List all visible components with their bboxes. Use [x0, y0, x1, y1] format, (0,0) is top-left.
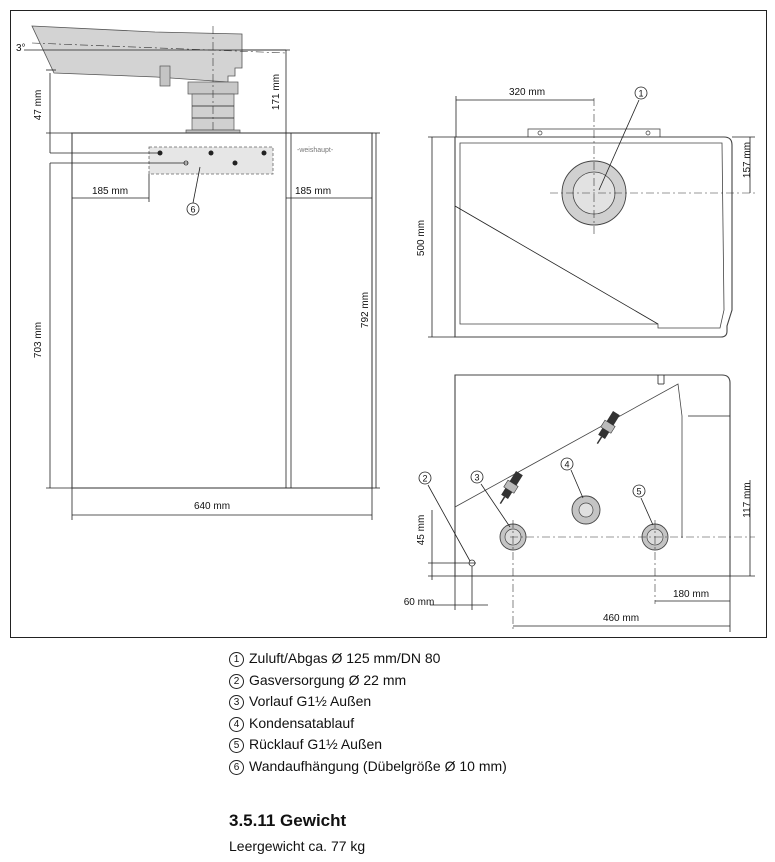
legend-text: Wandaufhängung (Dübelgröße Ø 10 mm)	[249, 757, 507, 774]
legend-item: 6 Wandaufhängung (Dübelgröße Ø 10 mm)	[229, 756, 749, 778]
legend-number: 3	[229, 695, 244, 711]
marker-2	[418, 471, 432, 485]
legend-item: 1 Zuluft/Abgas Ø 125 mm/DN 80	[229, 648, 749, 670]
dim-180: 180 mm	[673, 589, 709, 600]
front-view: 3° -weishaupt- 47 mm 171 mm 185 mm	[16, 25, 380, 520]
marker-6-label: 6	[190, 205, 195, 215]
marker-4	[560, 457, 574, 471]
legend-item: 2 Gasversorgung Ø 22 mm	[229, 670, 749, 692]
marker-3-label: 3	[474, 473, 479, 483]
marker-5	[632, 484, 646, 498]
dim-460: 460 mm	[603, 613, 639, 624]
drawing-frame	[10, 10, 767, 638]
dim-703: 703 mm	[33, 322, 44, 358]
side-view: 320 mm 157 mm 500 mm 1	[416, 86, 755, 338]
legend-number: 1	[229, 652, 244, 667]
legend-text: Vorlauf G1½ Außen	[249, 693, 372, 710]
section-heading: 3.5.11 Gewicht	[229, 811, 347, 830]
legend-text: Zuluft/Abgas Ø 125 mm/DN 80	[249, 650, 441, 666]
legend-text: Rücklauf G1½ Außen	[249, 736, 383, 753]
boiler-front	[71, 132, 373, 489]
dim-171: 171 mm	[271, 74, 282, 110]
bottom-view: 45 mm 60 mm 117 mm 180 mm 460 mm 2 3 4 5	[404, 374, 755, 632]
legend-number: 2	[229, 673, 244, 689]
marker-5-label: 5	[636, 487, 641, 497]
marker-1-label: 1	[638, 89, 643, 99]
angle-label: 3°	[16, 43, 26, 54]
legend-number: 4	[229, 716, 244, 732]
technical-drawing: 3° -weishaupt- 47 mm 171 mm 185 mm	[10, 10, 767, 638]
fitting-3	[499, 471, 523, 505]
weight-text: Leergewicht ca. 77 kg	[229, 838, 366, 854]
legend-number: 5	[229, 738, 244, 754]
marker-1	[634, 86, 648, 100]
dim-640: 640 mm	[194, 501, 230, 512]
wall-bracket	[148, 146, 274, 175]
marker-3	[470, 470, 484, 484]
dim-185-right: 185 mm	[295, 186, 331, 197]
dim-792: 792 mm	[360, 292, 371, 328]
dim-47: 47 mm	[33, 90, 44, 121]
dim-117: 117 mm	[742, 482, 753, 517]
dim-45: 45 mm	[416, 515, 427, 546]
dim-185-left: 185 mm	[92, 186, 128, 197]
marker-4-label: 4	[564, 460, 569, 470]
dim-500: 500 mm	[416, 220, 427, 256]
legend: 1 Zuluft/Abgas Ø 125 mm/DN 80 2 Gasversorg…	[229, 648, 749, 778]
dim-157: 157 mm	[742, 142, 753, 178]
legend-item: 4 Kondensatablauf	[229, 713, 749, 735]
dim-320: 320 mm	[509, 87, 545, 98]
legend-number: 6	[229, 759, 244, 775]
flue-pipe	[31, 25, 243, 139]
legend-text: Kondensatablauf	[249, 714, 355, 731]
marker-2-label: 2	[422, 474, 427, 484]
fitting-upper	[596, 411, 620, 445]
dim-60: 60 mm	[404, 597, 435, 608]
legend-text: Gasversorgung Ø 22 mm	[249, 671, 407, 688]
legend-item: 3 Vorlauf G1½ Außen	[229, 691, 749, 713]
brand-logo-text: -weishaupt-	[297, 147, 334, 154]
legend-item: 5 Rücklauf G1½ Außen	[229, 734, 749, 756]
marker-6	[186, 202, 200, 216]
